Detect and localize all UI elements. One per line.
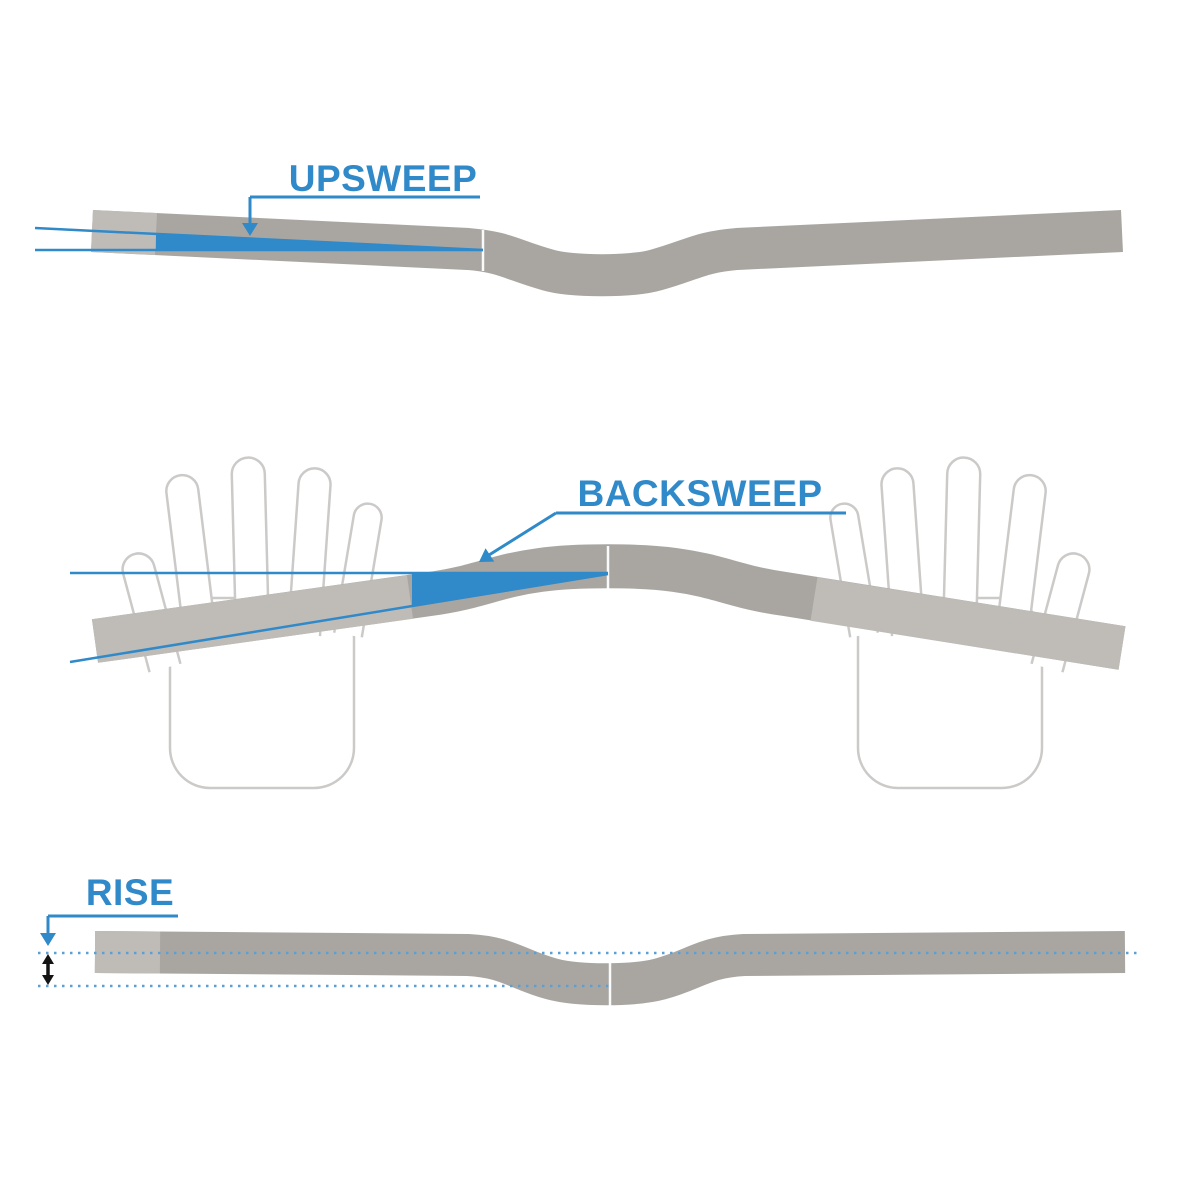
handlebar-front-view [94, 931, 1126, 1006]
backsweep-arrowhead-icon [479, 548, 495, 562]
upsweep-arrowhead-icon [242, 223, 258, 236]
backsweep-leader-line [488, 511, 557, 557]
grip-axis-line [34, 226, 484, 252]
grip-section-left [91, 575, 414, 663]
handlebar-front-view [90, 210, 1123, 297]
upsweep-section: UPSWEEP [34, 158, 1123, 297]
measure-arrow-down-icon [42, 975, 54, 985]
rise-arrowhead-icon [40, 933, 56, 946]
rise-label: RISE [86, 872, 174, 913]
upsweep-label: UPSWEEP [289, 158, 478, 199]
measure-arrow-up-icon [42, 954, 54, 964]
backsweep-label: BACKSWEEP [577, 473, 822, 514]
rise-section: RISE [38, 872, 1142, 1007]
upsweep-angle-wedge [156, 234, 483, 250]
grip-section-right [810, 577, 1126, 670]
backsweep-section: BACKSWEEP [69, 455, 1126, 790]
backsweep-angle-wedge [412, 573, 608, 605]
grip-axis-line [69, 572, 609, 664]
